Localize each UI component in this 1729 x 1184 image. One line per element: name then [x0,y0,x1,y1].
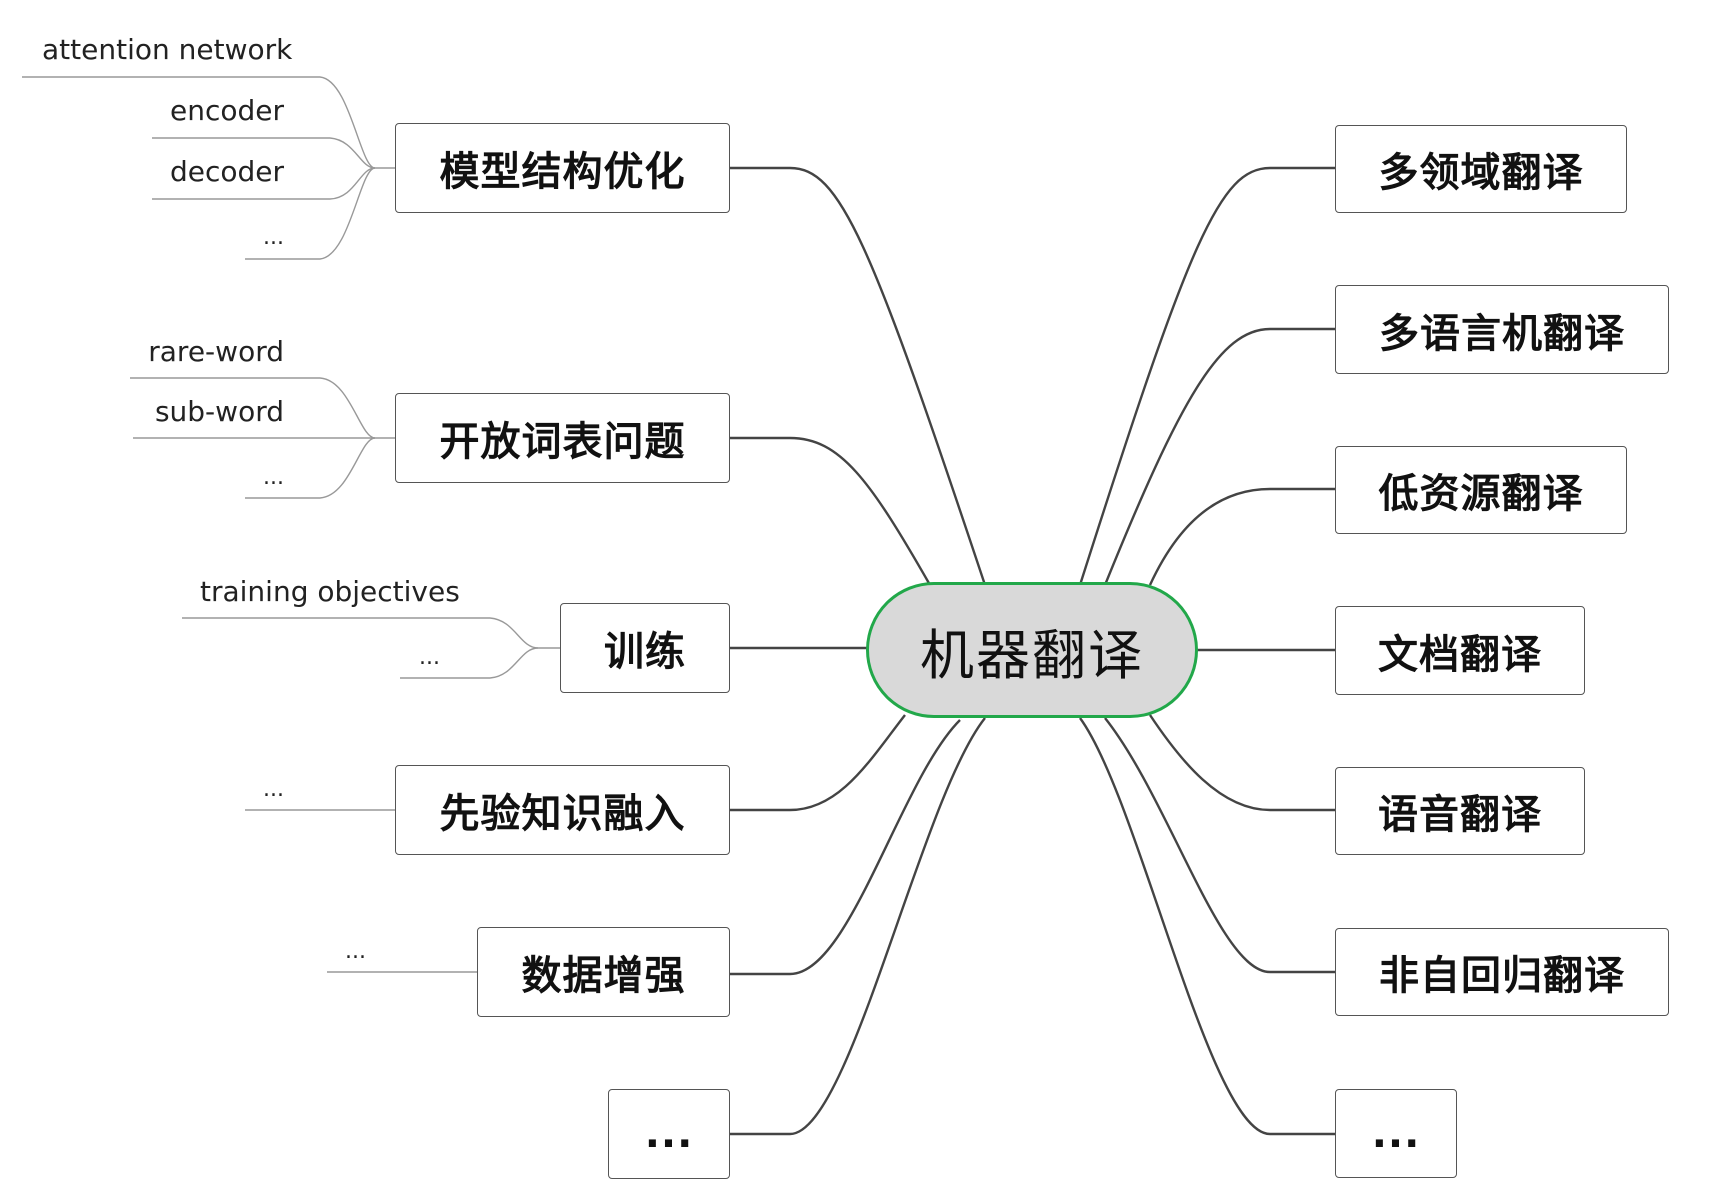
branch-node-data-augmentation[interactable]: 数据增强 [477,927,730,1017]
leaf-more[interactable]: ... [263,777,284,802]
connector-left-6 [730,717,986,1136]
branch-node-label: 多领域翻译 [1378,150,1584,196]
leaf-decoder[interactable]: decoder [169,155,284,188]
connector-right-3 [1148,487,1335,586]
leaf-line-1-4 [245,167,376,260]
branch-node-label: 数据增强 [521,953,686,999]
branch-node-label: ... [1371,1110,1421,1157]
center-node-label: 机器翻译 [920,623,1144,687]
center-node[interactable]: 机器翻译 [866,582,1198,718]
branch-node-label: 训练 [604,629,686,675]
branch-node-open-vocabulary[interactable]: 开放词表问题 [395,393,730,483]
branch-node-right-more[interactable]: ... [1335,1089,1457,1178]
branch-node-label: 开放词表问题 [439,419,686,465]
branch-node-multi-domain[interactable]: 多领域翻译 [1335,125,1627,213]
leaf-line-1-3 [152,167,376,200]
leaf-rare-word[interactable]: rare-word [148,335,284,368]
branch-node-non-autoregressive[interactable]: 非自回归翻译 [1335,928,1669,1016]
branch-node-document[interactable]: 文档翻译 [1335,606,1585,695]
leaf-attention-network[interactable]: attention network [42,33,293,66]
branch-node-label: 先验知识融入 [439,791,686,837]
branch-node-low-resource[interactable]: 低资源翻译 [1335,446,1627,534]
branch-node-label: 语音翻译 [1378,792,1542,838]
branch-node-label: 非自回归翻译 [1379,953,1625,999]
connector-right-6 [1104,717,1335,974]
connector-right-5 [1149,714,1335,812]
leaf-training-objectives[interactable]: training objectives [200,575,460,608]
leaf-more[interactable]: ... [345,939,366,964]
connector-left-2 [730,436,932,586]
branch-node-model-structure[interactable]: 模型结构优化 [395,123,730,213]
branch-node-speech[interactable]: 语音翻译 [1335,767,1585,855]
leaf-more[interactable]: ... [419,645,440,670]
connector-left-4 [730,714,906,812]
leaf-line-1-2 [152,137,376,169]
branch-node-multilingual[interactable]: 多语言机翻译 [1335,285,1669,374]
branch-node-left-more[interactable]: ... [608,1089,730,1179]
connector-right-7 [1079,717,1335,1136]
branch-node-label: 文档翻译 [1378,631,1542,678]
branch-node-training[interactable]: 训练 [560,603,730,693]
branch-node-label: 低资源翻译 [1378,471,1584,517]
leaf-more[interactable]: ... [263,225,284,250]
branch-node-label: 多语言机翻译 [1379,310,1625,357]
connector-left-1 [730,166,987,586]
connector-right-1 [1078,166,1335,586]
leaf-line-2-3 [245,437,376,499]
branch-node-label: 模型结构优化 [439,149,686,195]
branch-node-label: ... [644,1111,694,1157]
leaf-encoder[interactable]: encoder [169,94,284,127]
branch-node-prior-knowledge[interactable]: 先验知识融入 [395,765,730,855]
connector-right-2 [1103,327,1335,586]
leaf-more[interactable]: ... [263,465,284,490]
connector-left-5 [730,719,961,976]
leaf-sub-word[interactable]: sub-word [154,395,284,428]
leaf-line-3-2 [400,647,539,679]
leaf-line-1-1 [22,76,395,169]
